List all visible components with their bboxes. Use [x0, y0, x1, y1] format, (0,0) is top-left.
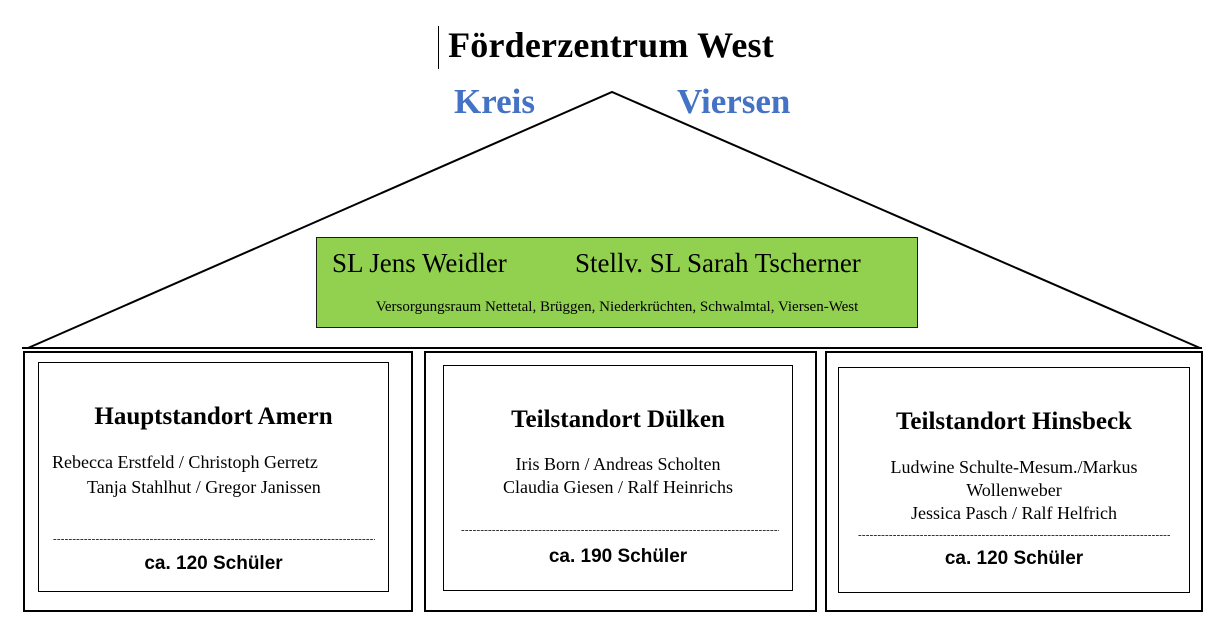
- staff-line: Ludwine Schulte-Mesum./Markus: [890, 457, 1138, 477]
- staff-line: Tanja Stahlhut / Gregor Janissen: [87, 477, 321, 497]
- subtitle-viersen: Viersen: [677, 82, 791, 121]
- text-cursor: [438, 26, 439, 69]
- student-count: ca. 120 Schüler: [144, 553, 283, 574]
- leadership-box: SL Jens Weidler Stellv. SL Sarah Tschern…: [316, 237, 918, 328]
- service-area: Versorgungsraum Nettetal, Brüggen, Niede…: [375, 299, 859, 315]
- staff-line: Jessica Pasch / Ralf Helfrich: [911, 503, 1117, 523]
- dashed-divider: ----------------------------------------…: [53, 534, 375, 545]
- location-outer-duelken: [424, 351, 817, 612]
- location-name: Teilstandort Dülken: [511, 406, 725, 433]
- dashed-divider: ----------------------------------------…: [858, 530, 1170, 541]
- page-title: Förderzentrum West: [448, 25, 774, 65]
- staff-line: Rebecca Erstfeld / Christoph Gerretz: [52, 452, 318, 472]
- school-leader: SL Jens Weidler: [332, 248, 507, 278]
- location-card-duelken: Teilstandort Dülken Iris Born / Andreas …: [443, 365, 793, 591]
- staff-line: Wollenweber: [966, 480, 1062, 500]
- roof-outline: [27, 90, 1201, 349]
- deputy-school-leader: Stellv. SL Sarah Tscherner: [575, 248, 861, 278]
- location-card-amern: Hauptstandort Amern Rebecca Erstfeld / C…: [38, 362, 389, 592]
- subtitle-kreis: Kreis: [454, 82, 536, 121]
- location-outer-amern: [23, 351, 413, 612]
- location-card-hinsbeck: Teilstandort Hinsbeck Ludwine Schulte-Me…: [838, 367, 1190, 593]
- location-name: Teilstandort Hinsbeck: [896, 408, 1132, 435]
- location-outer-hinsbeck: [825, 351, 1203, 612]
- staff-line: Iris Born / Andreas Scholten: [515, 454, 721, 474]
- staff-line: Claudia Giesen / Ralf Heinrichs: [503, 477, 733, 497]
- student-count: ca. 190 Schüler: [548, 546, 688, 567]
- dashed-divider: ----------------------------------------…: [461, 525, 779, 536]
- location-name: Hauptstandort Amern: [94, 403, 333, 430]
- student-count: ca. 120 Schüler: [944, 548, 1084, 569]
